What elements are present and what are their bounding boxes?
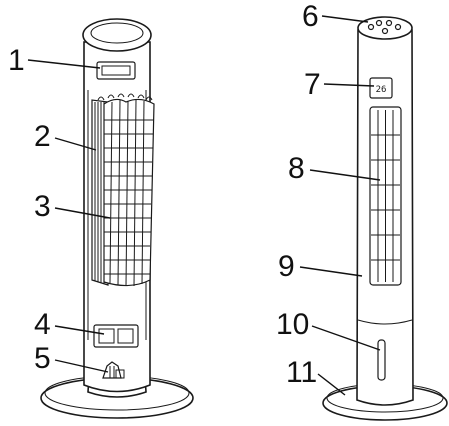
leader-2 (54, 137, 97, 151)
leader-7 (323, 83, 375, 87)
leader-6 (321, 15, 369, 23)
right-water-window (377, 339, 386, 381)
callout-numbers: 1 2 3 4 5 6 7 8 9 10 11 (8, 0, 321, 389)
leader-9 (299, 266, 363, 277)
left-mesh-filter (97, 93, 155, 287)
callout-10: 10 (276, 308, 309, 341)
leader-5 (54, 359, 109, 373)
callout-1: 1 (8, 44, 25, 77)
left-handle (96, 61, 136, 80)
left-top-cap (82, 18, 152, 52)
callout-7: 7 (304, 68, 321, 101)
right-grille (369, 106, 402, 286)
leader-1 (27, 59, 101, 69)
leader-11 (317, 373, 346, 396)
callout-5: 5 (34, 342, 51, 375)
right-fan: 26 (322, 16, 448, 421)
callout-3: 3 (34, 190, 51, 223)
callout-4: 4 (34, 308, 51, 341)
leader-4 (54, 325, 105, 335)
right-display: 26 (369, 77, 393, 99)
leader-lines (27, 15, 381, 396)
callout-8: 8 (288, 152, 305, 185)
display-readout: 26 (376, 85, 387, 95)
leader-10 (311, 325, 381, 351)
right-top-panel (357, 16, 413, 40)
left-fan (40, 18, 194, 419)
left-control-window (93, 324, 139, 348)
leader-8 (309, 169, 381, 181)
callout-2: 2 (34, 120, 51, 153)
callout-11: 11 (286, 356, 317, 389)
callout-9: 9 (278, 250, 295, 283)
callout-6: 6 (302, 0, 319, 33)
leader-3 (54, 207, 111, 219)
left-latch (102, 361, 125, 379)
